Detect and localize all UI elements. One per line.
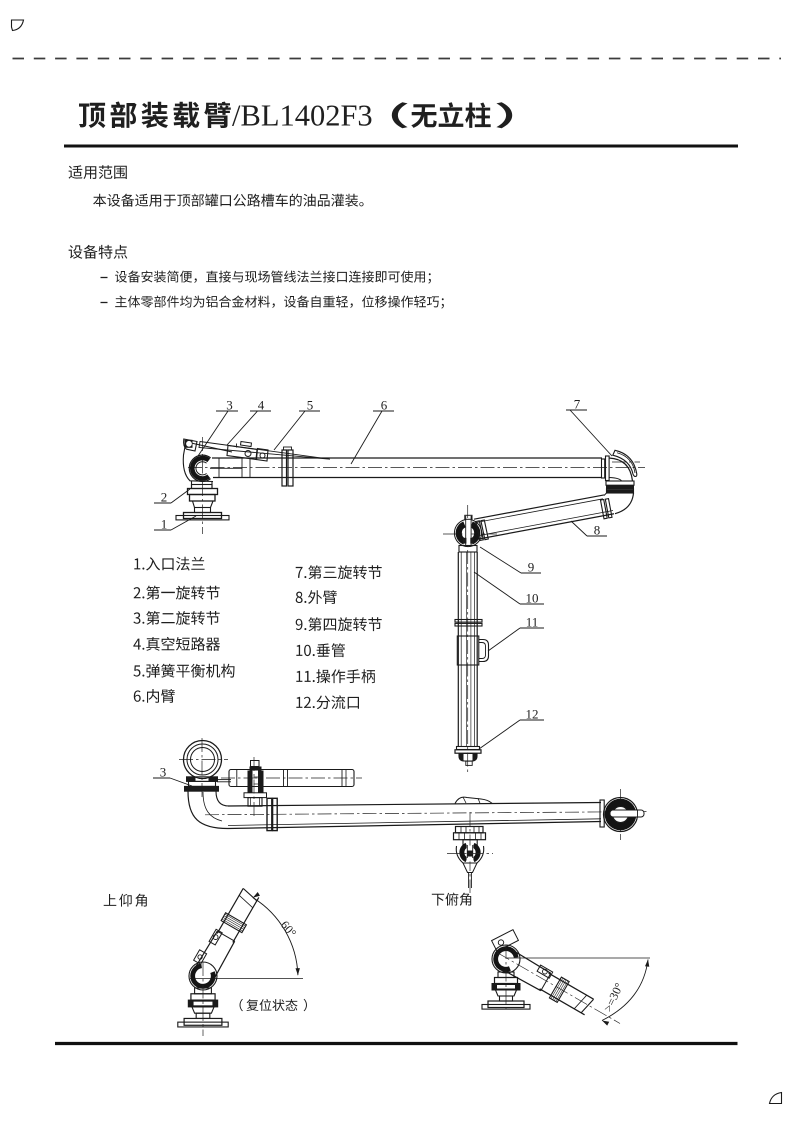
svg-text:9: 9 (528, 560, 535, 575)
svg-text:2: 2 (161, 490, 168, 505)
svg-text:8: 8 (594, 523, 601, 538)
svg-text:3: 3 (160, 765, 167, 780)
svg-text:5: 5 (307, 398, 314, 413)
svg-text:1: 1 (161, 517, 168, 532)
svg-text:>=30°: >=30° (601, 980, 627, 1014)
svg-text:7: 7 (574, 397, 581, 412)
svg-text:60°: 60° (278, 918, 300, 940)
svg-text:6: 6 (381, 398, 388, 413)
svg-text:12: 12 (526, 707, 539, 722)
svg-text:11: 11 (526, 615, 539, 630)
svg-text:4: 4 (258, 398, 265, 413)
svg-text:/BL1402F3: /BL1402F3 (232, 99, 373, 133)
svg-text:10: 10 (526, 591, 539, 606)
svg-text:3: 3 (226, 398, 233, 413)
